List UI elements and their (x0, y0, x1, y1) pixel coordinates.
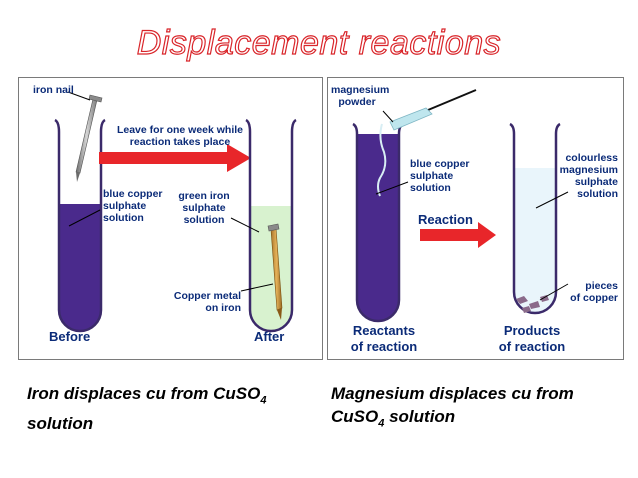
green-label-line3: solution (183, 214, 225, 226)
colourless-label-line2: magnesium (559, 164, 618, 176)
pieces-label-line1: pieces (585, 280, 618, 292)
iron-nail (75, 94, 103, 182)
magnesium-powder-label: magnesium powder (331, 84, 390, 108)
blue2-label-line3: solution (410, 182, 451, 194)
green-solution-pointer (230, 217, 260, 233)
copper-metal-label: Copper metal on iron (157, 290, 241, 314)
products-test-tube (509, 122, 561, 315)
copper-metal-pointer (240, 283, 274, 292)
green-label-line2: sulphate (182, 202, 226, 214)
right-caption-pre: CuSO (331, 407, 379, 426)
reaction-arrow (420, 222, 496, 248)
colourless-magnesium-sulphate-label: colourless magnesium sulphate solution (554, 152, 618, 200)
left-caption-line1: Iron displaces cu from CuSO4 (27, 382, 317, 412)
products-label: Products of reaction (492, 323, 572, 355)
magnesium-diagram-graphic (352, 89, 569, 323)
right-caption: Magnesium displaces cu from CuSO4 soluti… (331, 382, 631, 435)
reactants-label-line1: Reactants (352, 323, 416, 338)
page-title: Displacement reactions (136, 23, 502, 62)
falling-magnesium-powder (377, 123, 387, 197)
mg-label-line1: magnesium (331, 84, 390, 96)
colourless-solution-pointer (535, 191, 569, 209)
after-label: After (254, 329, 285, 344)
pieces-of-copper-label: pieces of copper (552, 280, 618, 304)
colourless-label-line3: sulphate (574, 176, 618, 188)
right-caption-line2: CuSO4 solution (331, 405, 631, 435)
copper-pieces (516, 295, 549, 313)
iron-diagram-graphic (54, 91, 297, 333)
mg-label-line2: powder (338, 96, 376, 108)
left-caption-subscript: 4 (260, 394, 267, 407)
red-arrow-right (99, 144, 251, 172)
copper-pieces-pointer (539, 283, 569, 301)
blue-copper-sulphate-label-2: blue copper sulphate solution (410, 158, 470, 194)
right-caption-post: solution (384, 407, 456, 426)
pieces-label-line2: of copper (570, 292, 618, 304)
left-caption-line2: solution (27, 414, 94, 434)
colourless-label-line4: solution (577, 188, 618, 200)
reactants-label-line2: of reaction (350, 339, 418, 354)
right-caption-subscript: 4 (378, 417, 385, 430)
reactants-test-tube (352, 122, 404, 323)
blue2-label-line2: sulphate (410, 170, 454, 182)
magnesium-powder-pointer (382, 110, 394, 123)
right-caption-line1: Magnesium displaces cu from (331, 384, 574, 403)
blue2-label-line1: blue copper (410, 158, 470, 170)
before-label: Before (49, 329, 91, 344)
blue-label-line1: blue copper (103, 188, 163, 200)
iron-nail-label: iron nail (33, 84, 74, 96)
before-test-tube (54, 118, 106, 333)
left-caption: Iron displaces cu from CuSO4 solution (27, 382, 317, 435)
products-label-line2: of reaction (498, 339, 566, 354)
magnesium-reaction-diagram: magnesium powder blue copper sulphate so… (327, 77, 624, 360)
copper-label-line2: on iron (205, 302, 241, 314)
reaction-label: Reaction (418, 212, 473, 227)
blue-label-line2: sulphate (103, 200, 147, 212)
green-iron-sulphate-label: green iron sulphate solution (169, 190, 239, 226)
products-label-line1: Products (503, 323, 561, 338)
leave-label-line1: Leave for one week while (116, 124, 244, 136)
blue-label-line3: solution (103, 212, 144, 224)
leave-label: Leave for one week while reaction takes … (107, 124, 253, 148)
green-label-line1: green iron (178, 190, 230, 202)
blue-solution-pointer (68, 209, 101, 227)
reactants-label: Reactants of reaction (344, 323, 424, 355)
blue-solution-pointer-2 (375, 181, 409, 195)
blue-copper-sulphate-label: blue copper sulphate solution (103, 188, 163, 224)
iron-reaction-diagram: iron nail Leave for one week while react… (18, 77, 323, 360)
spatula (389, 89, 477, 131)
copper-coated-nail (267, 223, 283, 320)
leave-label-line2: reaction takes place (129, 136, 231, 148)
copper-label-line1: Copper metal (173, 290, 241, 302)
left-caption-main: Iron displaces cu from CuSO (27, 384, 261, 403)
iron-nail-pointer (67, 91, 91, 101)
colourless-label-line1: colourless (565, 152, 618, 164)
